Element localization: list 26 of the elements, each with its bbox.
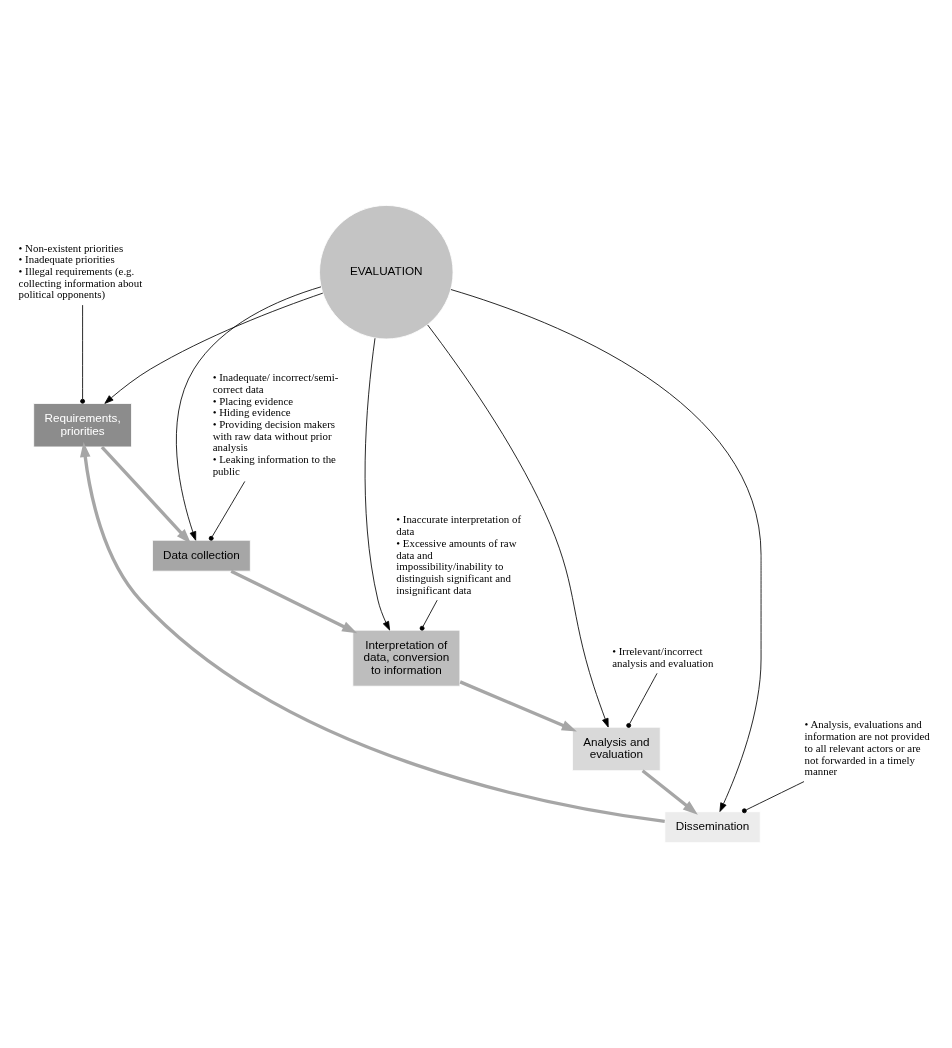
node-text: • Inadequate/ incorrect/semi-correct data • Placing evidence • Hiding evidence • Providing decision makers with raw data without prior analysis • Leaking information to the public: [212, 371, 339, 477]
node-text: • Inaccurate interpretation of data • Excessive amounts of raw data and impossibility/inability to distinguish significant and insignificant data: [396, 513, 522, 596]
node-text: • Irrelevant/incorrect analysis and evaluation: [612, 645, 714, 669]
connector: [419, 599, 438, 631]
connector: [208, 481, 246, 541]
node-text: • Analysis, evaluations and information are not provided to all relevant actors or are not forwarded in a timely manner: [804, 718, 930, 778]
arrow: [427, 324, 609, 728]
arrow: [364, 337, 391, 631]
connector: [626, 672, 658, 728]
arrow: [641, 769, 698, 815]
arrow: [175, 286, 322, 541]
arrow: [450, 289, 762, 812]
arrow: [230, 569, 358, 634]
node-box: Data collection: [152, 539, 251, 572]
connector: [80, 304, 86, 404]
node-box: Dissemination: [664, 811, 761, 844]
node-box: Interpretation of data, conversion to information: [352, 629, 461, 687]
node-circle: EVALUATION: [319, 205, 454, 340]
arrow: [459, 680, 577, 732]
node-box: Analysis and evaluation: [572, 726, 661, 772]
node-box: Requirements, priorities: [33, 403, 132, 448]
node-text: • Non-existent priorities • Inadequate priorities • Illegal requirements (e.g. collecting information about political opponents): [18, 241, 143, 301]
arrow: [104, 292, 324, 404]
connector: [741, 781, 805, 814]
arrow: [79, 441, 665, 824]
arrow: [100, 445, 192, 544]
